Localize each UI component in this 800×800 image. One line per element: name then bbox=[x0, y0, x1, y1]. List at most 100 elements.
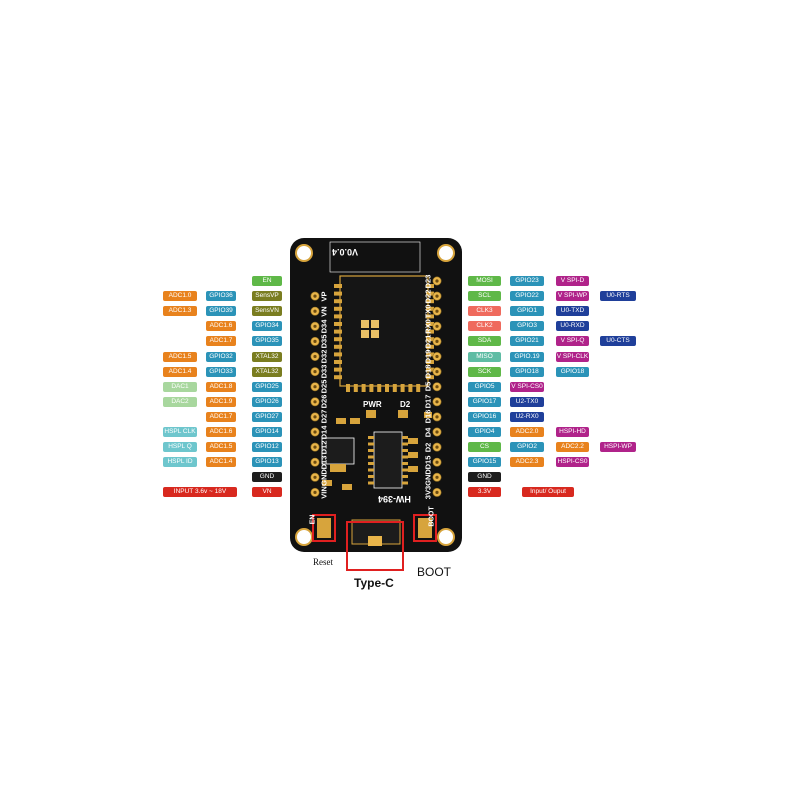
left-pin-tag: ADC1.9 bbox=[206, 396, 236, 407]
right-pin-tag: GPIO3 bbox=[510, 321, 544, 332]
left-pin-tag: ADC1.8 bbox=[206, 381, 236, 392]
module-pad bbox=[353, 384, 358, 392]
en-button-body bbox=[317, 518, 331, 538]
chip-pin bbox=[402, 468, 408, 472]
right-pin-tag: Input/ Ouput bbox=[522, 487, 574, 498]
left-pin-tag: GPIO39 bbox=[206, 306, 236, 317]
header-pin-hole bbox=[435, 415, 439, 419]
right-pin-tag: U0-RTS bbox=[600, 291, 636, 302]
right-pin-tag: GPIO1 bbox=[510, 306, 544, 317]
left-pin-tag: SensVN bbox=[252, 306, 282, 317]
smd-part bbox=[350, 418, 360, 424]
left-pin-tag: VN bbox=[252, 487, 282, 498]
module-pad bbox=[334, 329, 342, 334]
left-pin-tag: GPIO25 bbox=[252, 381, 282, 392]
module-pad bbox=[334, 375, 342, 380]
module-pad bbox=[334, 352, 342, 357]
smd-part bbox=[408, 438, 418, 444]
module-pad bbox=[334, 291, 342, 296]
header-pin-hole bbox=[435, 354, 439, 359]
reset-caption: Reset bbox=[313, 557, 333, 567]
right-pin-tag: GPIO.19 bbox=[510, 351, 544, 362]
right-pin-tag: U2-RX0 bbox=[510, 411, 544, 422]
module-pad bbox=[426, 367, 434, 372]
header-pin-hole bbox=[435, 490, 439, 494]
left-pin-tag: ADC1.3 bbox=[163, 306, 197, 317]
chip-pin bbox=[368, 475, 374, 478]
right-pin-tag: GPIO18 bbox=[510, 366, 544, 377]
header-pin-hole bbox=[313, 445, 317, 449]
smd-part bbox=[322, 480, 332, 486]
left-pin-tag: GPIO14 bbox=[252, 427, 282, 437]
chip-pin bbox=[402, 455, 408, 459]
header-pin-hole bbox=[313, 294, 317, 298]
left-pin-tag: ADC1.6 bbox=[206, 427, 236, 437]
antenna-area bbox=[329, 241, 421, 273]
module-pad bbox=[361, 384, 366, 392]
right-pin-tag: U0-CTS bbox=[600, 336, 636, 347]
module-pad bbox=[400, 384, 405, 392]
left-pin-tag: GPIO35 bbox=[252, 336, 282, 347]
right-pin-tag: MISO bbox=[468, 351, 501, 362]
header-pin-hole bbox=[313, 415, 317, 419]
left-pin-tag: GPIO33 bbox=[206, 366, 236, 377]
right-pin-tag: ADC2.2 bbox=[556, 442, 589, 453]
right-pin-tag: CLK3 bbox=[468, 306, 501, 317]
left-pin-tag: ADC1.7 bbox=[206, 336, 236, 347]
module-pad bbox=[334, 314, 342, 319]
right-pin-tag: U0-RXD bbox=[556, 321, 589, 332]
chip-pin bbox=[368, 468, 374, 472]
right-pin-tag: SCL bbox=[468, 291, 501, 302]
version-label: V0.0.4 bbox=[332, 247, 359, 257]
right-pin-tag: SDA bbox=[468, 336, 501, 347]
right-pin-tag: CLK2 bbox=[468, 321, 501, 332]
boot-silk-label: BOOT bbox=[428, 506, 436, 527]
header-pin-hole bbox=[435, 460, 439, 464]
right-pin-tag: SCK bbox=[468, 366, 501, 377]
left-pin-tag: HSPL CLK bbox=[163, 427, 197, 437]
module-pad bbox=[426, 322, 434, 326]
module-pad bbox=[426, 337, 434, 342]
left-pin-tag: GPIO36 bbox=[206, 291, 236, 302]
module-pad bbox=[426, 352, 434, 357]
left-pin-tag: ADC1.5 bbox=[206, 442, 236, 453]
module-pad bbox=[334, 306, 342, 311]
smd-part bbox=[336, 418, 346, 424]
module-pad bbox=[334, 337, 342, 342]
pwr-label: PWR bbox=[363, 400, 382, 409]
d2-led bbox=[398, 410, 408, 418]
header-pin-hole bbox=[435, 279, 439, 283]
header-pin-hole bbox=[313, 475, 317, 479]
module-pad bbox=[346, 384, 350, 392]
left-pin-tag: XTAL32 bbox=[252, 351, 282, 362]
mount-hole bbox=[295, 244, 313, 262]
header-pin-hole bbox=[313, 339, 317, 343]
left-pin-tag: DAC1 bbox=[163, 381, 197, 392]
right-pin-tag: ADC2.3 bbox=[510, 457, 544, 468]
header-pin-hole bbox=[313, 309, 317, 313]
left-pin-tag: XTAL32 bbox=[252, 366, 282, 377]
module-pad bbox=[334, 344, 342, 349]
module-pad bbox=[408, 384, 413, 392]
usb-c-pad bbox=[368, 536, 382, 546]
module-pad bbox=[369, 384, 374, 392]
right-pin-tag: ADC2.0 bbox=[510, 427, 544, 437]
left-pin-tag: ADC1.4 bbox=[163, 366, 197, 377]
boot-button-body bbox=[418, 518, 432, 538]
regulator bbox=[321, 437, 355, 465]
left-pin-tag: EN bbox=[252, 276, 282, 286]
module-pad bbox=[392, 384, 397, 392]
right-pin-tag: MOSI bbox=[468, 276, 501, 286]
header-pin-hole bbox=[313, 385, 317, 389]
right-pin-tag: GPIO22 bbox=[510, 291, 544, 302]
en-silk-label: EN bbox=[309, 514, 317, 525]
chip-pins bbox=[368, 436, 408, 485]
right-pin-tag: GPIO2 bbox=[510, 442, 544, 453]
header-pin-hole bbox=[313, 354, 317, 359]
module-pad bbox=[334, 360, 342, 364]
chip-pin bbox=[402, 449, 408, 452]
mount-hole bbox=[437, 528, 455, 546]
chip-pin bbox=[368, 462, 374, 465]
module-pad bbox=[426, 284, 434, 288]
